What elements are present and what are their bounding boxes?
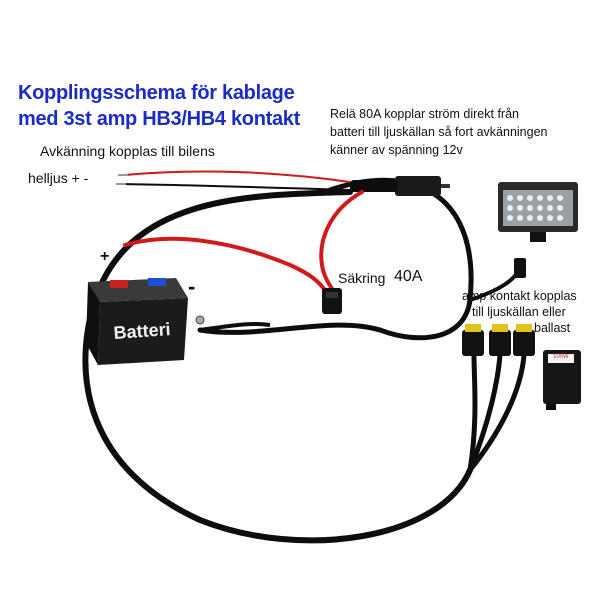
battery-minus-terminal <box>148 278 166 286</box>
fuse-label: Säkring <box>338 270 386 286</box>
harness-wire-inner <box>197 177 474 341</box>
relay-connector <box>350 176 450 196</box>
battery-plus-sign: + <box>100 248 110 265</box>
amp-connector-3 <box>513 324 535 356</box>
amp-note: amp kontakt kopplas till ljuskällan elle… <box>462 288 577 336</box>
amp-note-line-2: till ljuskällan eller <box>472 305 566 319</box>
relay-to-fuse-wire <box>319 190 364 294</box>
harness-wire-loop <box>82 189 473 544</box>
amp-wire-3 <box>468 354 527 472</box>
relay-note-line-1: Relä 80A kopplar ström direkt från <box>330 107 519 121</box>
amp-wire-1 <box>467 354 478 471</box>
relay-note: Relä 80A kopplar ström direkt från batte… <box>330 105 547 159</box>
sense-note-line-1: Avkänning kopplas till bilens <box>40 143 215 159</box>
ballast-box <box>543 350 581 410</box>
sense-wire-black <box>121 183 351 191</box>
fuse-rating: 40A <box>394 268 423 285</box>
title-line-2: med 3st amp HB3/HB4 kontakt <box>18 108 300 130</box>
battery-negative-wire <box>199 321 271 332</box>
amp-note-line-3: ballast <box>534 321 571 335</box>
sense-wire-red <box>124 170 351 183</box>
title-line-1: Kopplingsschema för kablage <box>18 82 295 104</box>
battery-plus-terminal <box>110 280 128 288</box>
amp-wire-2 <box>467 354 503 471</box>
amp-note-line-1: amp kontakt kopplas <box>462 289 577 303</box>
lamp-plug <box>514 258 526 278</box>
led-light-bar <box>498 182 578 278</box>
relay-note-line-3: känner av spänning 12v <box>330 143 463 157</box>
relay-note-line-2: batteri till ljuskällan så fort avkännin… <box>330 125 548 139</box>
battery-label: Batteri <box>113 319 171 343</box>
ballast-label: 100W <box>553 354 569 360</box>
battery-minus-sign: - <box>188 274 196 299</box>
fuse-holder <box>322 288 342 314</box>
diagram-title: Kopplingsschema för kablage med 3st amp … <box>18 80 300 132</box>
amp-connector-1 <box>462 324 484 356</box>
battery-positive-wire <box>123 236 328 294</box>
sense-note-line-2: helljus + - <box>28 170 89 186</box>
battery: Batteri <box>86 278 188 365</box>
amp-connector-2 <box>489 324 511 356</box>
